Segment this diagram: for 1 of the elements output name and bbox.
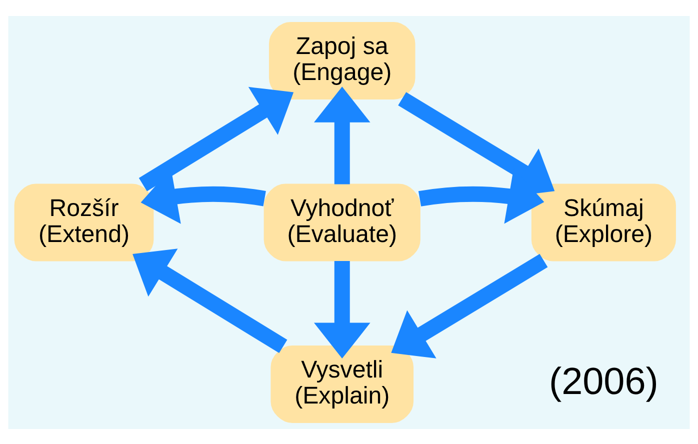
label: (2006): [548, 360, 658, 402]
